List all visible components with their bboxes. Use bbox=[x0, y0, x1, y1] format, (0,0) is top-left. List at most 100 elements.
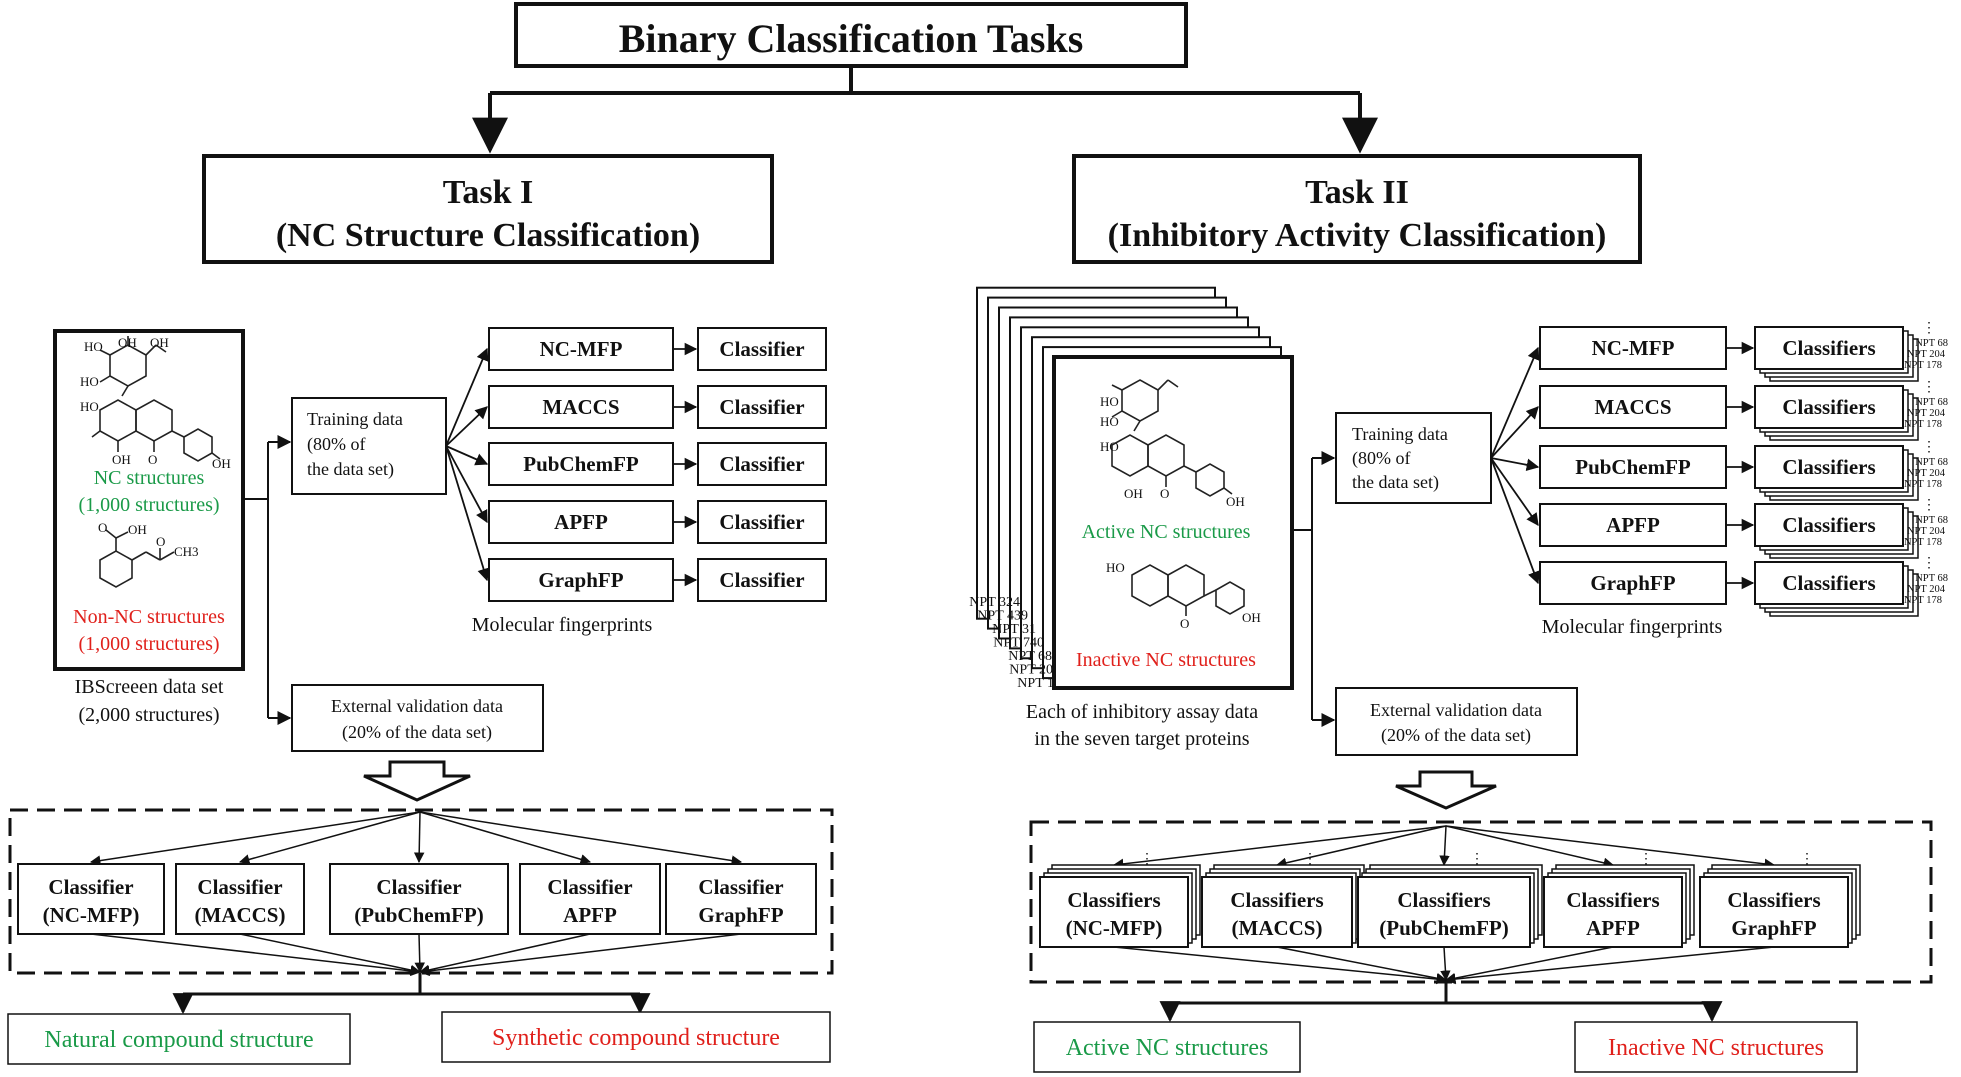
task1-cls-out-arrow-1 bbox=[239, 933, 422, 976]
task1-cls-line1-3: Classifier bbox=[547, 875, 632, 899]
task2-cls-out-arrow-4 bbox=[1444, 946, 1775, 985]
task1-validation-line1: External validation data bbox=[331, 696, 503, 716]
task1-fan-arrow-2 bbox=[445, 445, 489, 466]
task2-cls-in-arrow-3 bbox=[1445, 825, 1615, 868]
title-connectors bbox=[472, 66, 1378, 154]
task1-cls-in-arrow-3 bbox=[419, 811, 592, 865]
mol-label-o-1: O bbox=[148, 452, 157, 467]
active-nc-label: Active NC structures bbox=[1082, 521, 1251, 543]
mol-label-ho-7: HO bbox=[1106, 560, 1125, 575]
task1-training-line3: the data set) bbox=[307, 459, 394, 480]
task2-cls-out-arrow-0 bbox=[1113, 946, 1448, 985]
task2-classifiers-box-2 bbox=[1754, 445, 1904, 489]
mol-label-o-3: O bbox=[156, 534, 165, 549]
task1-cls-line2-3: APFP bbox=[563, 903, 617, 927]
task2-cls-ellipsis-0: ⋮ bbox=[1140, 852, 1154, 867]
task2-mini-label-1-2: NPT 178 bbox=[1904, 419, 1942, 430]
task2-classifiers-box-0 bbox=[1754, 326, 1904, 370]
assay-sheet-label-3: NPT 740 bbox=[993, 636, 1044, 651]
mol-label-oh-8: OH bbox=[1242, 610, 1261, 625]
task1-classifier-label-2: Classifier bbox=[719, 452, 804, 476]
task2-mini-label-0-2: NPT 178 bbox=[1904, 360, 1942, 371]
task2-cls-in-arrow-2 bbox=[1439, 825, 1450, 867]
assay-sheet-label-4: NPT 68 bbox=[1008, 649, 1052, 664]
main-title: Binary Classification Tasks bbox=[619, 16, 1084, 61]
non-nc-molecule-structure bbox=[99, 529, 175, 588]
task1-fan-arrow-0 bbox=[445, 347, 489, 447]
task1-classifier-label-3: Classifier bbox=[719, 510, 804, 534]
nc-structures-label: NC structures bbox=[94, 467, 205, 489]
task2-classifiers-label-3: Classifiers bbox=[1782, 513, 1875, 537]
task1-cls-out-arrow-4 bbox=[418, 933, 742, 977]
task1-classifier-box-4 bbox=[697, 558, 827, 602]
task2-mini-ellipsis-1: ⋮ bbox=[1922, 380, 1936, 395]
task1-cls-in-arrow-0 bbox=[89, 811, 421, 866]
task1-dataset-box: HO OH OH HO HO OH O OH NC structures (1,… bbox=[53, 329, 245, 671]
assay-sheet-label-0: NPT 324 bbox=[969, 595, 1020, 610]
task1-cls-box-2 bbox=[329, 863, 509, 935]
task2-cls-box-0 bbox=[1039, 876, 1189, 948]
task1-fingerprints-caption: Molecular fingerprints bbox=[472, 614, 653, 636]
task2-fan-arrow-2 bbox=[1490, 457, 1540, 472]
task1-classifier-row: Classifier(NC-MFP)Classifier(MACCS)Class… bbox=[17, 811, 817, 977]
task2-fp-box-1 bbox=[1539, 385, 1727, 429]
task2-cls-box-1 bbox=[1201, 876, 1353, 948]
task1-outcome-synthetic: Synthetic compound structure bbox=[441, 1011, 831, 1063]
task1-cls-line1-2: Classifier bbox=[376, 875, 461, 899]
task2-fp-label-1: MACCS bbox=[1595, 395, 1672, 419]
task2-mini-label-1-1: NPT 204 bbox=[1907, 408, 1946, 419]
task1-outcome-natural-label: Natural compound structure bbox=[44, 1027, 313, 1053]
task1-title-box: Task I (NC Structure Classification) bbox=[202, 154, 774, 264]
task2-fan-arrow-3 bbox=[1490, 457, 1539, 527]
mol-label-ho-5: HO bbox=[1100, 414, 1119, 429]
task1-cls-line1-1: Classifier bbox=[197, 875, 282, 899]
task2-outcome-inactive: Inactive NC structures bbox=[1574, 1021, 1858, 1073]
task1-fp-box-4 bbox=[488, 558, 674, 602]
task2-mini-label-0-1: NPT 204 bbox=[1907, 349, 1946, 360]
task2-mini-label-2-2: NPT 178 bbox=[1904, 479, 1942, 490]
task2-fp-box-0 bbox=[1539, 326, 1727, 370]
task1-cls-in-arrow-4 bbox=[419, 811, 743, 866]
task2-cls-line2-1: (MACCS) bbox=[1232, 916, 1323, 940]
task2-mini-label-4-2: NPT 178 bbox=[1904, 595, 1942, 606]
mol-label-oh-6: OH bbox=[1124, 486, 1143, 501]
task1-cls-line2-0: (NC-MFP) bbox=[43, 903, 140, 927]
task1-classifier-box-1 bbox=[697, 385, 827, 429]
task1-classifier-label-4: Classifier bbox=[719, 568, 804, 592]
task1-fan-arrow-1 bbox=[445, 406, 488, 447]
task2-mini-label-4-0: NPT 68 bbox=[1915, 573, 1948, 584]
task2-title-line2: (Inhibitory Activity Classification) bbox=[1108, 217, 1607, 254]
non-nc-structures-count: (1,000 structures) bbox=[78, 633, 219, 655]
task2-mini-label-3-2: NPT 178 bbox=[1904, 537, 1942, 548]
task2-classifiers-box-4 bbox=[1754, 561, 1904, 605]
task2-cls-line2-0: (NC-MFP) bbox=[1066, 916, 1163, 940]
task2-cls-in-arrow-0 bbox=[1112, 825, 1447, 870]
mol-label-ho-1: HO bbox=[84, 339, 103, 354]
task2-validation-line1: External validation data bbox=[1370, 700, 1542, 720]
task1-cls-box-3 bbox=[519, 863, 661, 935]
nc-structures-count: (1,000 structures) bbox=[78, 494, 219, 516]
mol-label-oh-7: OH bbox=[1226, 494, 1245, 509]
task2-cls-box-3 bbox=[1543, 876, 1683, 948]
task2-cls-ellipsis-3: ⋮ bbox=[1639, 852, 1653, 867]
task2-validation-box: External validation data (20% of the dat… bbox=[1335, 687, 1578, 756]
task2-cls-out-arrow-2 bbox=[1440, 946, 1451, 982]
task2-cls-out-arrow-3 bbox=[1444, 946, 1614, 984]
task1-down-arrow bbox=[363, 760, 471, 802]
task2-classifier-region bbox=[1029, 820, 1933, 984]
mol-label-o-2: O bbox=[98, 520, 107, 535]
task2-classifiers-label-4: Classifiers bbox=[1782, 571, 1875, 595]
task1-fp-box-0 bbox=[488, 327, 674, 371]
task2-cls-line1-3: Classifiers bbox=[1566, 888, 1659, 912]
task2-cls-ellipsis-1: ⋮ bbox=[1303, 852, 1317, 867]
task1-cls-line1-0: Classifier bbox=[48, 875, 133, 899]
task2-training-line3: the data set) bbox=[1352, 472, 1439, 493]
mol-label-ch3: CH3 bbox=[174, 544, 199, 559]
task2-split-connector bbox=[1292, 451, 1336, 727]
task2-cls-line1-4: Classifiers bbox=[1727, 888, 1820, 912]
task1-fp-label-2: PubChemFP bbox=[523, 452, 639, 476]
task2-fingerprints-caption: Molecular fingerprints bbox=[1542, 616, 1723, 638]
task1-cls-box-1 bbox=[175, 863, 305, 935]
